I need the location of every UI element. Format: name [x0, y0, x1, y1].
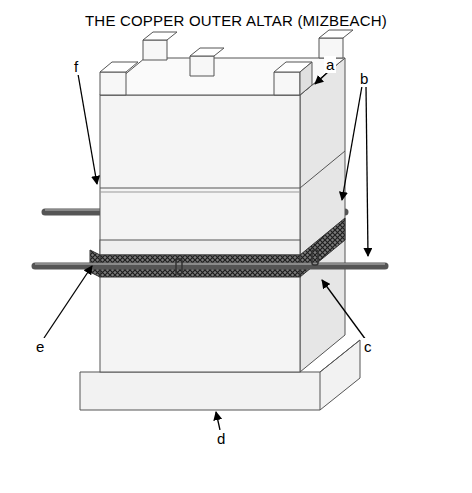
callout-letter: f	[72, 58, 80, 75]
callout-letter: b	[358, 70, 370, 87]
callout-letter: c	[362, 338, 374, 355]
diagram-title: THE COPPER OUTER ALTAR (MIZBEACH)	[85, 13, 387, 28]
callout-letter: a	[324, 56, 336, 73]
callout-letter: e	[34, 338, 46, 355]
callout-letter: d	[215, 430, 227, 447]
leader-lines	[44, 72, 368, 430]
